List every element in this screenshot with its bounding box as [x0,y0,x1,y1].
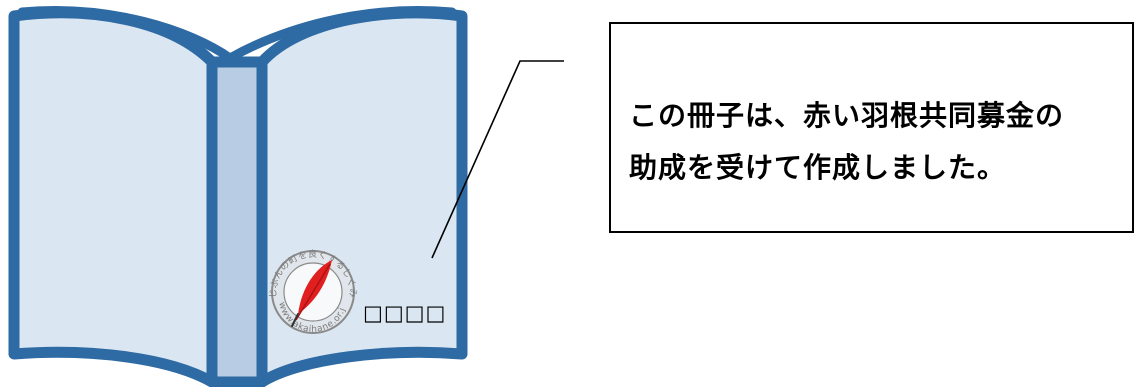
book-label: □□□□ [363,301,446,325]
red-feather-icon [291,260,332,327]
callout-text-line1: この冊子は、赤い羽根共同募金の [629,99,1065,132]
callout-box: この冊子は、赤い羽根共同募金の 助成を受けて作成しました。 [609,22,1134,233]
callout-pointer-line [431,60,564,259]
callout-text-line2: 助成を受けて作成しました。 [629,151,1007,184]
book-spine [206,56,268,387]
book [8,6,468,387]
book-top-pages [17,6,457,64]
book-left-cover [8,7,218,387]
